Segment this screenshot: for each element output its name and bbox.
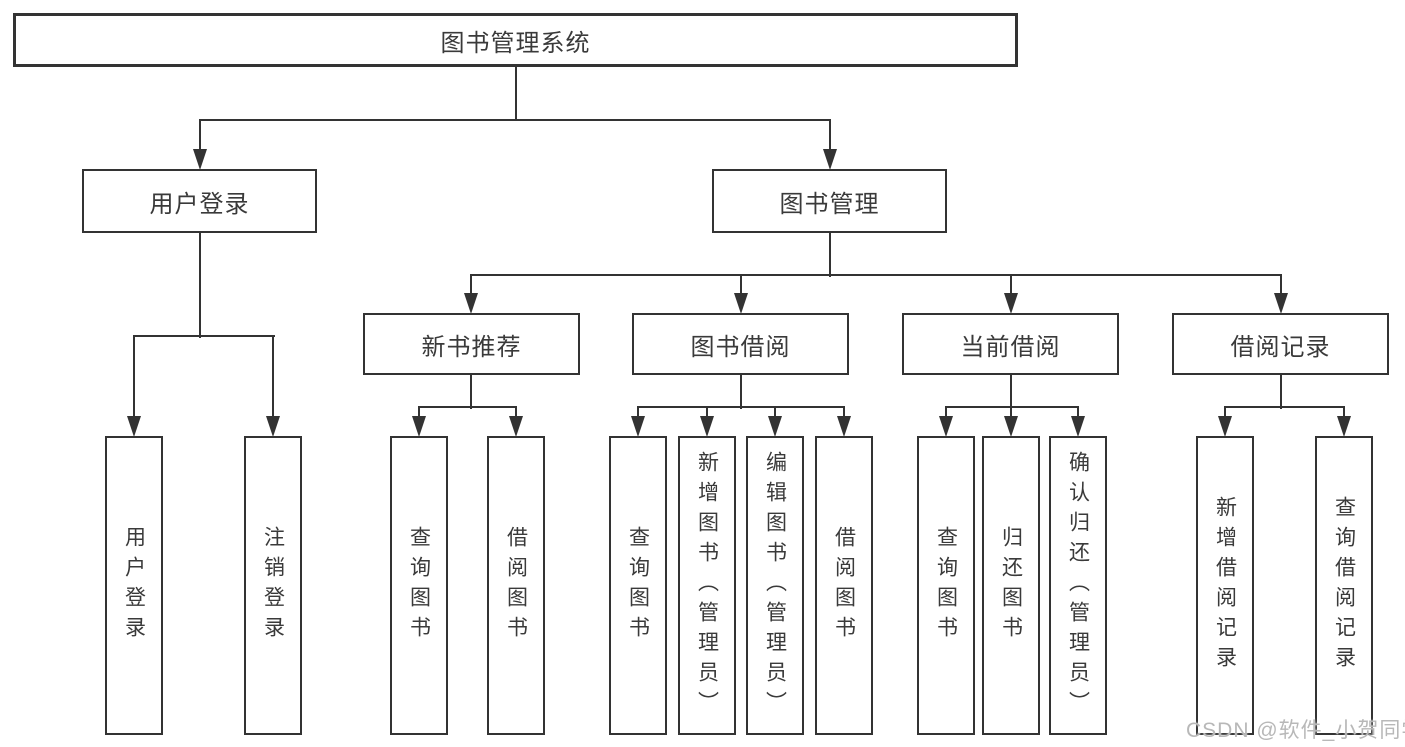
connector-vline <box>739 373 742 409</box>
connector-vline <box>1009 275 1012 295</box>
leaf-label: 查询图书 <box>407 525 431 646</box>
connector-vline <box>198 120 201 150</box>
connector-vline <box>945 407 947 417</box>
node-label: 当前借阅 <box>960 333 1061 361</box>
connector-vline <box>1343 407 1345 417</box>
arrow-down-icon <box>463 293 478 314</box>
arrow-down-icon <box>192 149 207 170</box>
connector-vline <box>133 336 135 417</box>
arrow-down-icon <box>700 416 714 437</box>
connector-vline <box>1077 407 1079 417</box>
arrow-down-icon <box>822 149 837 170</box>
connector-vline <box>843 407 845 417</box>
node-label: 图书借阅 <box>690 333 791 361</box>
arrow-down-icon <box>127 416 141 437</box>
node-user-login: 用户登录 <box>82 169 317 233</box>
connector-vline <box>1010 407 1012 417</box>
leaf-label: 编辑图书（管理员） <box>763 450 787 721</box>
arrow-down-icon <box>1337 416 1351 437</box>
arrow-down-icon <box>412 416 426 437</box>
arrow-down-icon <box>733 293 748 314</box>
connector-vline <box>1224 407 1226 417</box>
connector-hline <box>418 406 517 408</box>
arrow-down-icon <box>768 416 782 437</box>
node-new-book-recommendation: 新书推荐 <box>363 313 580 375</box>
arrow-down-icon <box>1273 293 1288 314</box>
connector-vline <box>1009 373 1012 409</box>
arrow-down-icon <box>1071 416 1085 437</box>
connector-vline <box>828 231 831 277</box>
node-book-borrowing: 图书借阅 <box>632 313 849 375</box>
leaf-label: 查询借阅记录 <box>1332 495 1356 676</box>
leaf-query-books-borrowing: 查询图书 <box>609 436 667 735</box>
connector-vline <box>1279 275 1282 295</box>
leaf-borrow-books-recommend: 借阅图书 <box>487 436 545 735</box>
node-book-management: 图书管理 <box>712 169 947 233</box>
leaf-label: 归还图书 <box>999 525 1023 646</box>
leaf-return-books: 归还图书 <box>982 436 1040 735</box>
leaf-label: 确认归还（管理员） <box>1066 450 1090 721</box>
leaf-label: 注销登录 <box>261 525 285 646</box>
leaf-borrow-books-borrowing: 借阅图书 <box>815 436 873 735</box>
connector-vline <box>515 407 517 417</box>
connector-vline <box>469 373 472 409</box>
node-current-borrowing: 当前借阅 <box>902 313 1119 375</box>
connector-hline <box>637 406 845 408</box>
leaf-query-books-current: 查询图书 <box>917 436 975 735</box>
connector-vline <box>706 407 708 417</box>
arrow-down-icon <box>266 416 280 437</box>
leaf-label: 借阅图书 <box>832 525 856 646</box>
leaf-label: 查询图书 <box>626 525 650 646</box>
connector-hline <box>1224 406 1345 408</box>
node-library-management-system: 图书管理系统 <box>13 13 1018 67</box>
leaf-label: 借阅图书 <box>504 525 528 646</box>
connector-vline <box>514 66 517 120</box>
leaf-label: 查询图书 <box>934 525 958 646</box>
leaf-user-login: 用户登录 <box>105 436 163 735</box>
node-label: 图书管理系统 <box>440 29 591 57</box>
arrow-down-icon <box>1218 416 1232 437</box>
leaf-label: 新增图书（管理员） <box>695 450 719 721</box>
leaf-edit-books-admin: 编辑图书（管理员） <box>746 436 804 735</box>
node-label: 借阅记录 <box>1230 333 1331 361</box>
leaf-label: 用户登录 <box>122 525 146 646</box>
connector-vline <box>1279 373 1282 409</box>
connector-vline <box>198 231 201 338</box>
arrow-down-icon <box>837 416 851 437</box>
leaf-label: 新增借阅记录 <box>1213 495 1237 676</box>
leaf-query-books-recommend: 查询图书 <box>390 436 448 735</box>
connector-vline <box>272 336 274 417</box>
connector-hline <box>469 274 1282 276</box>
node-label: 图书管理 <box>779 190 880 218</box>
arrow-down-icon <box>631 416 645 437</box>
connector-vline <box>418 407 420 417</box>
node-label: 用户登录 <box>149 190 250 218</box>
csdn-watermark: CSDN @软件_小贺同学 <box>1186 719 1405 742</box>
arrow-down-icon <box>1003 293 1018 314</box>
leaf-add-borrow-record: 新增借阅记录 <box>1196 436 1254 735</box>
arrow-down-icon <box>1004 416 1018 437</box>
arrow-down-icon <box>939 416 953 437</box>
connector-vline <box>637 407 639 417</box>
node-borrowing-records: 借阅记录 <box>1172 313 1389 375</box>
leaf-add-books-admin: 新增图书（管理员） <box>678 436 736 735</box>
leaf-logout: 注销登录 <box>244 436 302 735</box>
connector-hline <box>945 406 1079 408</box>
connector-hline <box>133 335 275 337</box>
connector-vline <box>469 275 472 295</box>
connector-hline <box>199 119 831 121</box>
connector-vline <box>739 275 742 295</box>
connector-vline <box>828 120 831 150</box>
leaf-query-borrow-record: 查询借阅记录 <box>1315 436 1373 735</box>
arrow-down-icon <box>509 416 523 437</box>
leaf-confirm-return-admin: 确认归还（管理员） <box>1049 436 1107 735</box>
connector-vline <box>774 407 776 417</box>
node-label: 新书推荐 <box>421 333 522 361</box>
